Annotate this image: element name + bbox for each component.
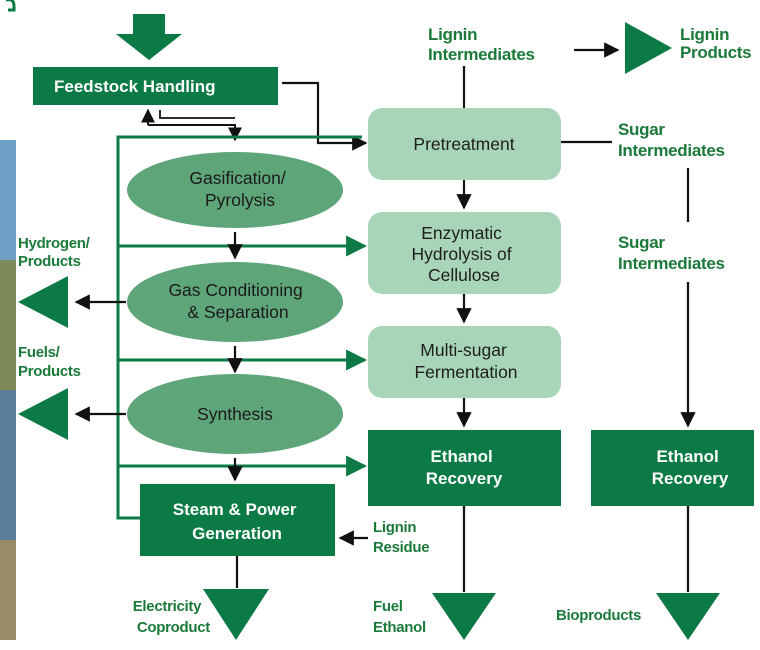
gasification-ellipse (127, 152, 343, 228)
fuels-products-label: Fuels/ Products (18, 344, 81, 380)
lignin-intermediates-label: Lignin Intermediates (428, 25, 535, 64)
feedstock-handling-label: Feedstock Handling (54, 77, 216, 96)
synthesis-ellipse (127, 374, 343, 454)
synthesis-label: Synthesis (197, 404, 273, 424)
input-arrow (116, 14, 182, 60)
lignin-products-arrow (625, 22, 672, 74)
bioproducts-arrow (656, 593, 720, 640)
electricity-arrow (203, 589, 269, 640)
pretreatment-label: Pretreatment (413, 134, 514, 154)
partial-heading-glyph (6, 0, 16, 12)
gasification-label: Gasification/ Pyrolysis (189, 168, 290, 210)
steam-power-box (140, 484, 335, 556)
fuels-products-arrow (18, 388, 68, 440)
lignin-residue-label: Lignin Residue (373, 519, 429, 556)
gas-conditioning-label: Gas Conditioning & Separation (168, 280, 307, 322)
feedstock-to-pretreatment-line (282, 81, 368, 151)
feedstock-loop-top2 (159, 110, 235, 119)
fuel-ethanol-arrow (432, 593, 496, 640)
enzymatic-hydrolysis-box (368, 212, 561, 294)
enzymatic-hydrolysis-label: Enzymatic Hydrolysis of Cellulose (411, 223, 516, 285)
sugar-intermediates-label-2: Sugar Intermediates (618, 233, 725, 273)
lignin-products-label: Lignin Products (680, 25, 751, 62)
feedstock-handling-box (33, 67, 278, 105)
pretreatment-box (368, 108, 561, 180)
ethanol-recovery-box-2 (591, 430, 754, 506)
bioproducts-label: Bioproducts (556, 607, 641, 624)
feedstock-loop-top (148, 124, 242, 142)
multi-sugar-fermentation-box (368, 326, 561, 398)
ethanol-recovery-label-1: Ethanol Recovery (426, 447, 503, 488)
sugar-intermediates-label-1: Sugar Intermediates (618, 120, 725, 160)
ethanol-recovery-label-2: Ethanol Recovery (652, 447, 729, 488)
fuel-ethanol-label: Fuel Ethanol (373, 598, 426, 636)
ethanol-recovery-box-1 (368, 430, 561, 506)
background-photo-strip (0, 140, 16, 640)
electricity-coproduct-label: Electricity Coproduct (133, 598, 211, 636)
gas-conditioning-ellipse (127, 262, 343, 342)
green-trunk-line (116, 135, 362, 520)
hydrogen-products-label: Hydrogen/ Products (18, 235, 93, 270)
multi-sugar-fermentation-label: Multi-sugar Fermentation (414, 340, 517, 382)
steam-power-label: Steam & Power Generation (173, 500, 302, 543)
hydrogen-products-arrow (18, 276, 68, 328)
